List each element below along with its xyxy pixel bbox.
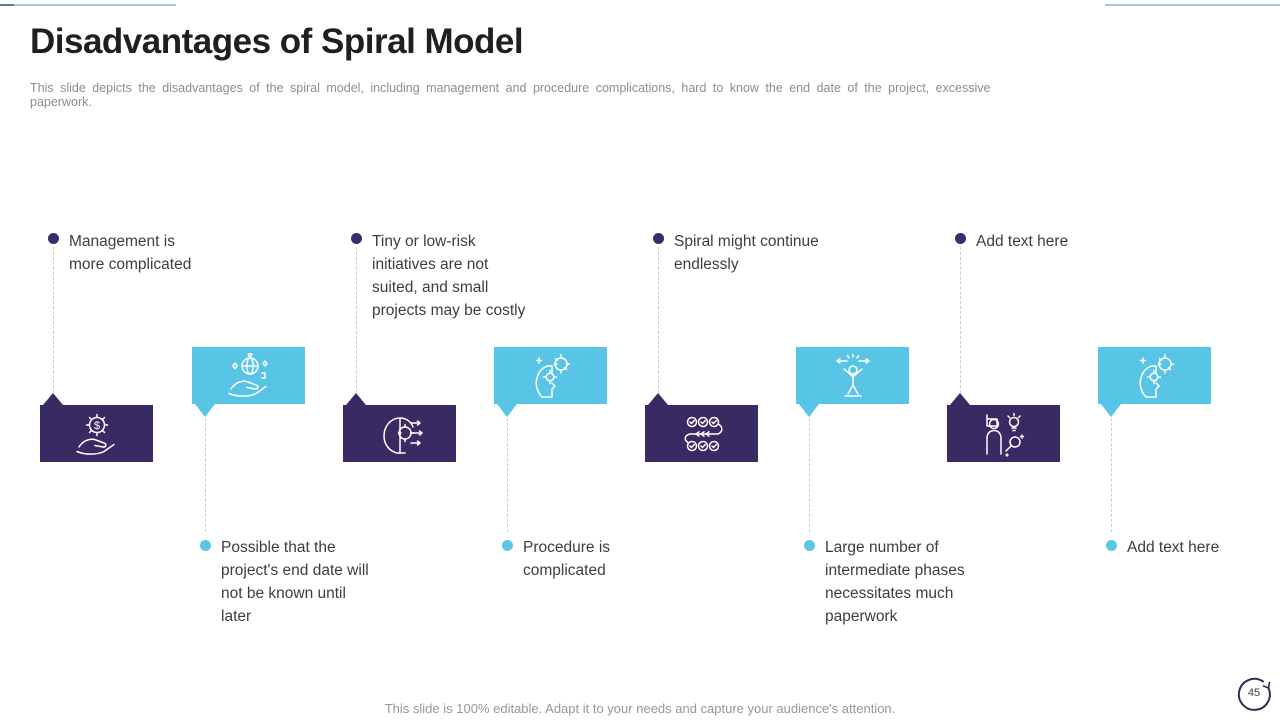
pointer-tip: [950, 393, 970, 405]
process-flow-icon: [684, 416, 723, 451]
pointer-tip: [799, 404, 819, 417]
connector-line: [809, 418, 810, 532]
page-title: Disadvantages of Spiral Model: [30, 22, 524, 61]
item-label[interactable]: Spiral might continue endlessly: [674, 233, 819, 273]
top-border-accent: [0, 4, 14, 6]
pointer-tip: [346, 393, 366, 405]
bullet-dot: [48, 233, 59, 244]
page-number: 45: [1247, 687, 1261, 699]
person-idea-icon: [985, 412, 1024, 457]
icon-box[interactable]: [796, 347, 909, 404]
head-gear-arrows-icon: [382, 416, 423, 454]
connector-line: [205, 418, 206, 532]
bullet-dot: [955, 233, 966, 244]
item-label[interactable]: Add text here: [1127, 539, 1220, 556]
slide-subtitle: This slide depicts the disadvantages of …: [30, 81, 991, 109]
bullet-dot: [804, 540, 815, 551]
item-label[interactable]: Add text here: [976, 233, 1069, 250]
item-label[interactable]: Procedure is complicated: [523, 539, 611, 579]
pointer-tip: [43, 393, 63, 405]
bullet-dot: [351, 233, 362, 244]
connector-line: [507, 418, 508, 532]
bullet-dot: [200, 540, 211, 551]
icon-box[interactable]: $: [40, 405, 153, 462]
connector-line: [53, 247, 54, 393]
hand-gear-dollar-icon: $: [75, 413, 115, 455]
footer-note: This slide is 100% editable. Adapt it to…: [384, 701, 896, 716]
icon-box[interactable]: [1098, 347, 1211, 404]
circular-arrow-icon: [1237, 677, 1271, 711]
icon-box[interactable]: [494, 347, 607, 404]
icon-box[interactable]: [645, 405, 758, 462]
connector-line: [356, 247, 357, 393]
page-number-badge: 45: [1234, 674, 1274, 714]
head-gears-icon: [1138, 353, 1174, 398]
bullet-dot: [502, 540, 513, 551]
connector-line: [960, 247, 961, 393]
svg-text:$: $: [93, 420, 99, 432]
item-label[interactable]: Management is more complicated: [69, 233, 192, 273]
pointer-tip: [195, 404, 215, 417]
icon-box[interactable]: [947, 405, 1060, 462]
icon-box[interactable]: [192, 347, 305, 404]
icon-box[interactable]: [343, 405, 456, 462]
pointer-tip: [648, 393, 668, 405]
item-label[interactable]: Large number of intermediate phases nece…: [825, 539, 965, 625]
bullet-dot: [1106, 540, 1117, 551]
person-arrows-icon: [835, 353, 870, 397]
item-label[interactable]: Tiny or low-risk initiatives are not sui…: [372, 233, 526, 319]
item-label[interactable]: Possible that the project's end date wil…: [221, 539, 369, 625]
head-gears-icon: [534, 353, 570, 398]
bullet-dot: [653, 233, 664, 244]
hand-globe-icon: [227, 352, 268, 397]
connector-line: [1111, 418, 1112, 532]
top-border-right: [1105, 4, 1280, 6]
pointer-tip: [497, 404, 517, 417]
top-border-left: [14, 4, 176, 6]
connector-line: [658, 247, 659, 393]
pointer-tip: [1101, 404, 1121, 417]
